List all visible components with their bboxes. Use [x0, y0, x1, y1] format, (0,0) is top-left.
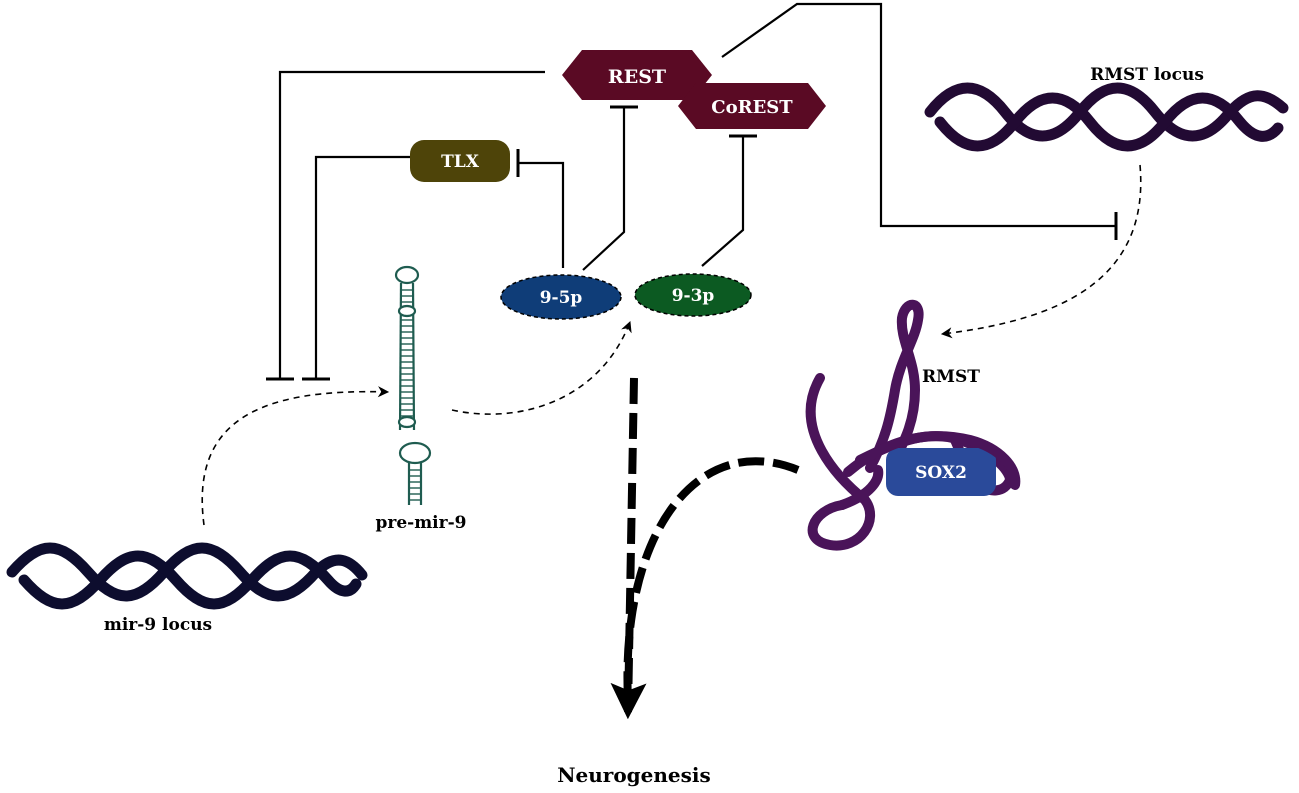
rest-to-rmst-inhibition [721, 2, 1115, 228]
rest-node: REST [562, 50, 712, 100]
mir3p-to-corest-inhibition [701, 137, 745, 267]
corest-label: CoREST [711, 97, 793, 118]
corest-node: CoREST [678, 83, 826, 129]
mir5p-to-tlx-inhibition [519, 161, 565, 268]
pre-mir9-to-mature-arrow [451, 320, 632, 415]
pre-mir9-hairpin-icon [394, 265, 432, 505]
rmst-locus-label: RMST locus [1090, 65, 1204, 85]
neurogenesis-arrows [610, 377, 800, 720]
mir-3p-node: 9-3p [634, 273, 752, 317]
mir-5p-node: 9-5p [500, 274, 622, 320]
mir-3p-shape [634, 273, 752, 317]
mir9-locus-dna-icon [6, 542, 368, 610]
rest-label: REST [608, 66, 666, 88]
mature-mir9-to-neurogenesis-arrow [610, 377, 647, 720]
mir-5p-label: 9-5p [540, 288, 583, 308]
rmst-label: RMST [922, 367, 980, 387]
rmst-strand-overlay-2 [837, 465, 884, 510]
mir-5p-shape [500, 274, 622, 320]
rest-to-mir9-inhibition [278, 70, 545, 378]
rmst-locus-to-rmst-arrow [940, 164, 1142, 339]
mir5p-to-rest-inhibition [582, 108, 626, 271]
rmst-strand-overlay [843, 431, 1021, 490]
neurogenesis-label: Neurogenesis [557, 763, 711, 787]
rmst-sox2-to-neurogenesis-arrow [623, 457, 800, 701]
rest-shape [562, 50, 712, 100]
tlx-label: TLX [441, 152, 480, 172]
inhibition-lines [266, 2, 1118, 381]
mir9-locus-label: mir-9 locus [104, 615, 212, 635]
dashed-arrows [201, 164, 1142, 526]
sox2-protein: SOX2 [886, 448, 996, 496]
corest-shape [678, 83, 826, 129]
tlx-shape [410, 140, 510, 182]
sox2-shape [886, 448, 996, 496]
rmst-locus-dna-icon [924, 82, 1289, 152]
mir-3p-label: 9-3p [672, 286, 715, 306]
pre-mir9-label: pre-mir-9 [375, 513, 466, 533]
tlx-node: TLX [410, 140, 510, 182]
tlx-to-mir9-inhibition [314, 155, 410, 378]
sox2-label: SOX2 [915, 463, 967, 483]
mir9-locus-to-pre-mir9-arrow [201, 386, 390, 526]
